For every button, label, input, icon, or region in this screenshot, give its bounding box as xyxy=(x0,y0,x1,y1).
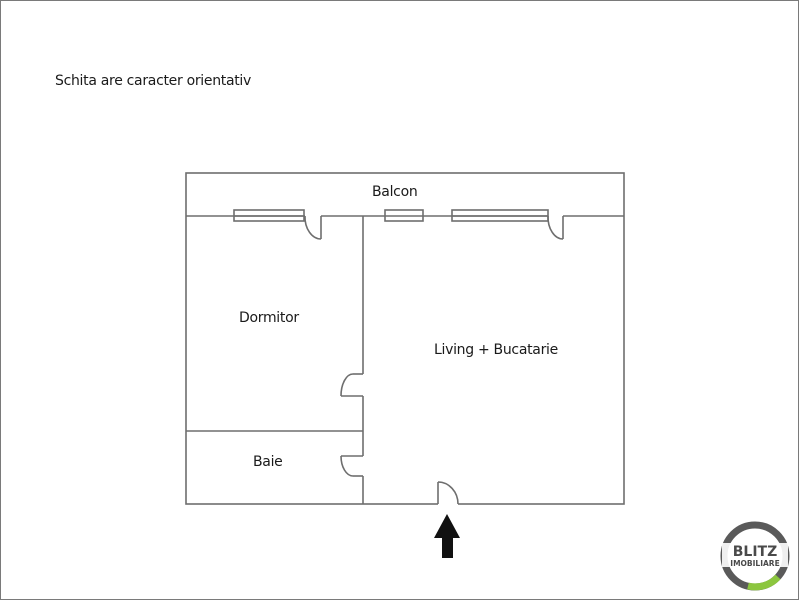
room-label-living: Living + Bucatarie xyxy=(434,342,558,358)
door-swing xyxy=(340,455,363,477)
door-swing xyxy=(304,215,322,240)
blitz-logo: BLITZ IMOBILIARE xyxy=(720,521,790,591)
window xyxy=(233,209,305,222)
entrance-door xyxy=(437,481,459,506)
disclaimer-note: Schita are caracter orientativ xyxy=(55,73,252,89)
room-label-baie: Baie xyxy=(253,454,283,470)
room-label-dormitor: Dormitor xyxy=(239,310,299,326)
window xyxy=(384,209,424,222)
door-swing xyxy=(547,215,564,240)
room-label-balcon: Balcon xyxy=(372,184,418,200)
svg-text:BLITZ: BLITZ xyxy=(733,544,778,560)
arrow-up-icon xyxy=(434,514,460,558)
door-swing xyxy=(340,373,363,397)
outer-wall xyxy=(185,172,625,505)
window xyxy=(451,209,549,222)
svg-text:IMOBILIARE: IMOBILIARE xyxy=(730,559,779,568)
